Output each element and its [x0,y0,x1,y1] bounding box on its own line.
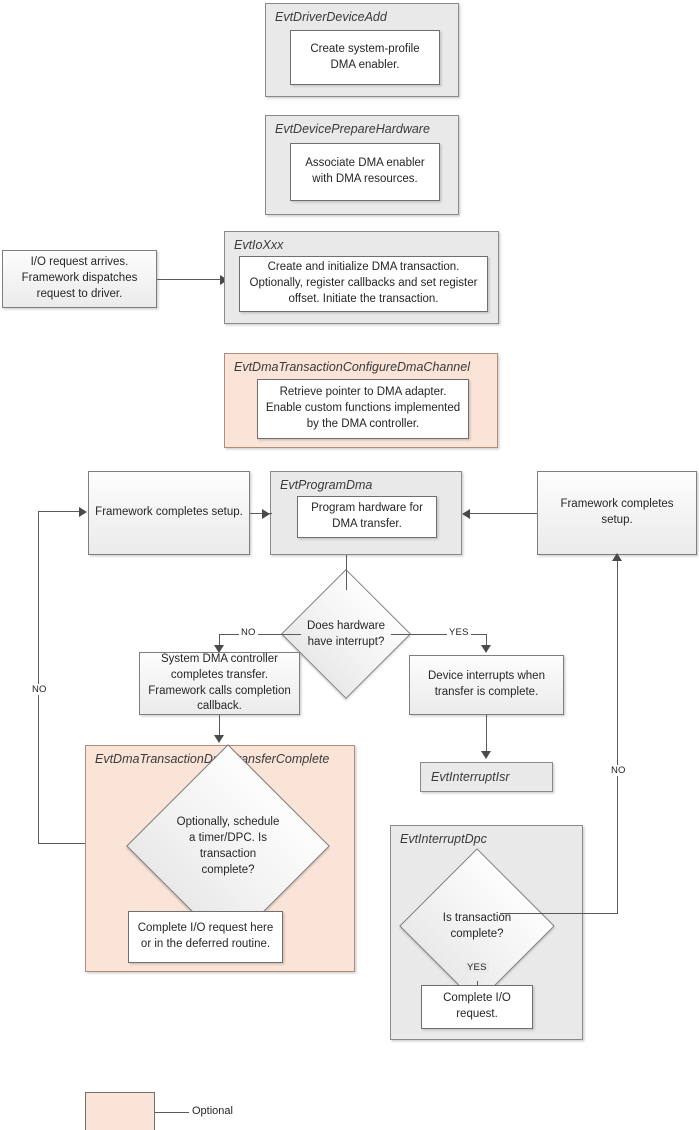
group-title-configure-dma-channel: EvtDmaTransactionConfigureDmaChannel [234,360,470,374]
edge-label-no-to-system-dma: NO [239,627,258,638]
group-evt-driver-device-add: EvtDriverDeviceAdd Create system-profile… [265,3,459,97]
node-program-hardware-dma-transfer: Program hardware for DMA transfer. [297,496,437,538]
group-title-evt-program-dma: EvtProgramDma [280,478,373,492]
edge-program-dma-to-decision [346,555,347,590]
group-evt-interrupt-dpc: EvtInterruptDpc Is transaction complete?… [390,825,583,1040]
edge-label-yes-to-device-interrupt: YES [447,627,471,638]
edge-no-left-loop-vertical [38,511,39,844]
node-complete-io-request-deferred: Complete I/O request here or in the defe… [128,911,283,963]
arrowhead-decision-yes [481,645,491,653]
edge-left-setup-to-program-dma [250,513,272,514]
decision-does-hardware-have-interrupt: Does hardware have interrupt? [280,568,412,700]
arrowhead-no-right-loop [612,553,622,561]
node-framework-completes-setup-right: Framework completes setup. [537,471,697,555]
group-title-evt-io-xxx: EvtIoXxx [234,238,284,252]
edge-decision-no-horizontal [219,634,301,635]
node-create-initialize-dma-transaction: Create and initialize DMA transaction. O… [239,256,488,312]
node-framework-completes-setup-left: Framework completes setup. [88,471,250,555]
legend-optional-swatch [85,1092,155,1130]
arrowhead-system-dma-to-transfer-complete [214,735,224,743]
node-evt-interrupt-isr: EvtInterruptIsr [420,762,553,792]
group-evt-dma-transaction-configure-dma-channel: EvtDmaTransactionConfigureDmaChannel Ret… [224,353,498,448]
edge-no-right-loop-horizontal [500,913,617,914]
node-device-interrupts-when-complete: Device interrupts when transfer is compl… [409,655,564,715]
arrowhead-no-left-loop [79,507,87,517]
edge-decision-no-vertical [219,634,220,649]
edge-system-dma-to-transfer-complete [219,715,220,737]
node-retrieve-dma-adapter-pointer: Retrieve pointer to DMA adapter. Enable … [257,379,469,439]
edge-no-left-loop-top [38,511,80,512]
arrowhead-left-setup-to-program-dma [262,509,270,519]
node-associate-dma-enabler: Associate DMA enabler with DMA resources… [290,143,440,201]
group-title-evt-interrupt-dpc: EvtInterruptDpc [400,832,487,846]
node-create-dma-enabler: Create system-profile DMA enabler. [290,30,440,85]
edge-no-left-loop-bottom [38,843,130,844]
edge-label-yes-dpc-complete: YES [465,962,489,973]
arrowhead-decision-no [214,645,224,653]
arrowhead-device-interrupts-to-isr [481,751,491,759]
legend-optional-label: Optional [192,1105,233,1117]
edge-decision-yes-vertical [486,634,487,649]
group-title-evt-device-prepare-hardware: EvtDevicePrepareHardware [275,122,430,136]
node-io-request-arrives: I/O request arrives. Framework dispatche… [2,250,157,308]
group-evt-io-xxx: EvtIoXxx Create and initialize DMA trans… [224,231,499,324]
group-evt-device-prepare-hardware: EvtDevicePrepareHardware Associate DMA e… [265,115,459,215]
group-title-evt-driver-device-add: EvtDriverDeviceAdd [275,10,387,24]
edge-no-right-loop-vertical [617,557,618,914]
group-evt-dma-transaction-dma-transfer-complete: EvtDmaTransactionDmaTransferComplete Opt… [85,744,355,972]
arrowhead-right-setup-to-program-dma [462,509,470,519]
edge-label-no-left-loop: NO [30,684,49,695]
edge-decision-yes-horizontal [391,634,487,635]
edge-right-setup-to-program-dma [470,513,537,514]
node-complete-io-request-dpc: Complete I/O request. [421,985,533,1029]
group-evt-program-dma: EvtProgramDma Program hardware for DMA t… [270,471,462,555]
legend-leader-line [155,1112,189,1113]
edge-device-interrupts-to-isr [486,715,487,753]
edge-label-no-right-loop: NO [609,765,628,776]
decision-is-transaction-complete-dma: Optionally, schedule a timer/DPC. Is tra… [126,744,330,948]
node-system-dma-controller-completes: System DMA controller completes transfer… [139,652,300,715]
edge-io-request-to-evtioxxx [157,279,222,280]
